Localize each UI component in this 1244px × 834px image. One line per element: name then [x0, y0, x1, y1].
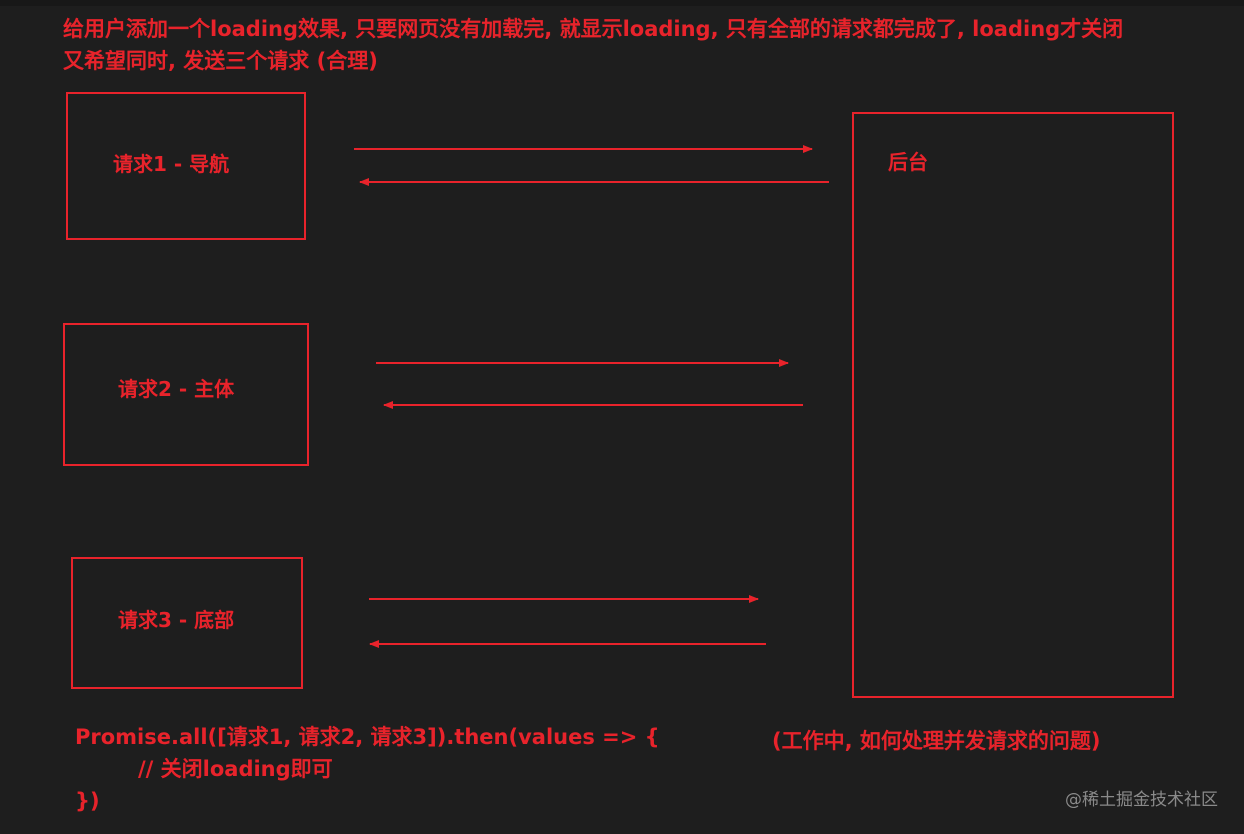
request-1-label: 请求1 - 导航	[113, 152, 230, 176]
request-3-label: 请求3 - 底部	[118, 608, 235, 632]
heading-line-2: 又希望同时, 发送三个请求 (合理)	[63, 49, 378, 73]
code-line-1: Promise.all([请求1, 请求2, 请求3]).then(values…	[75, 725, 660, 749]
concurrency-note: (工作中, 如何处理并发请求的问题)	[772, 729, 1101, 753]
code-line-2: // 关闭loading即可	[138, 757, 333, 781]
backend-box	[852, 112, 1174, 698]
heading-line-1: 给用户添加一个loading效果, 只要网页没有加载完, 就显示loading,…	[63, 17, 1124, 41]
request-2-label: 请求2 - 主体	[118, 377, 235, 401]
backend-label: 后台	[888, 150, 928, 174]
request-3-box	[71, 557, 303, 689]
code-line-3: })	[75, 789, 100, 813]
top-bar	[0, 0, 1244, 6]
watermark: @稀土掘金技术社区	[1065, 790, 1218, 810]
request-1-box	[66, 92, 306, 240]
request-2-box	[63, 323, 309, 466]
